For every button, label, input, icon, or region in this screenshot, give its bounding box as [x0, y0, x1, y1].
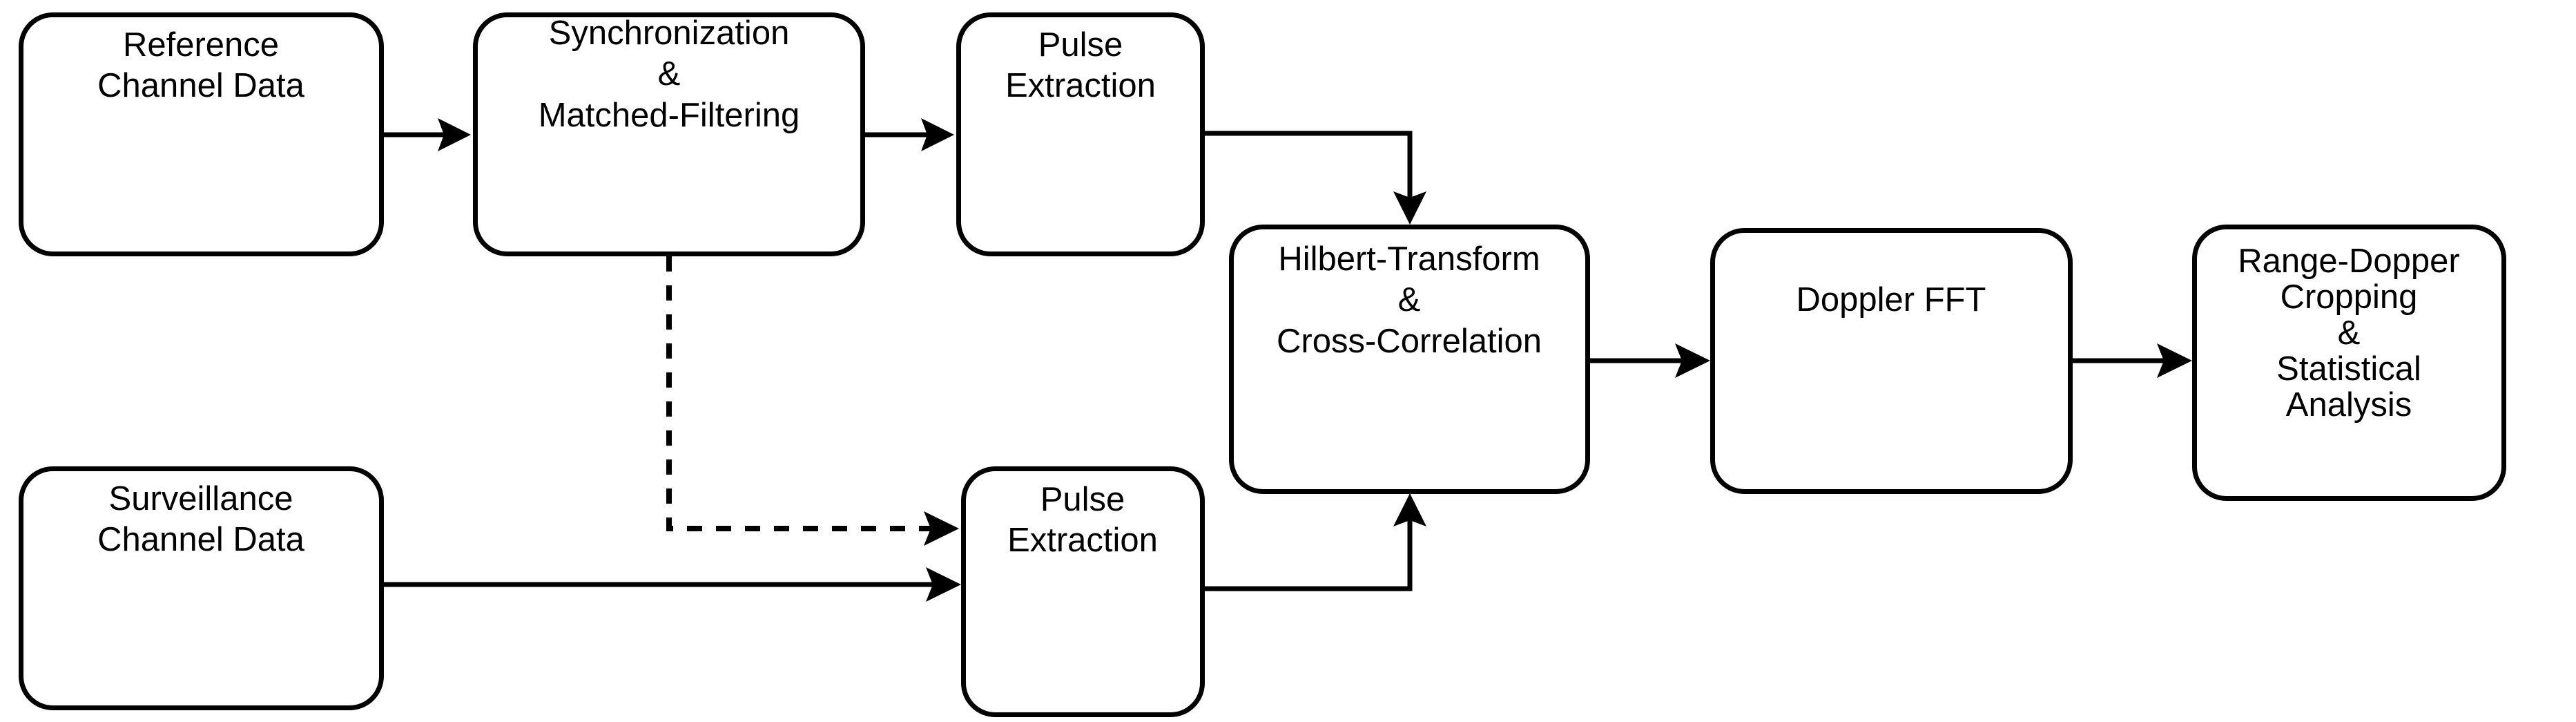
node-label-line: Synchronization: [549, 15, 790, 52]
edge-pulse-extraction-surveillance-to-hilbert: [1205, 493, 1426, 591]
node-label-line: &: [1398, 281, 1421, 319]
node-label-line: Range-Dopper: [2238, 243, 2459, 280]
node-box[interactable]: [19, 12, 384, 256]
node-label-line: Reference: [123, 26, 279, 64]
node-label-line: Surveillance: [109, 480, 293, 517]
node-hilbert-transform-cross-correlation[interactable]: Hilbert-Transform & Cross-Correlation: [1229, 225, 1590, 494]
node-label-line: Pulse: [1038, 26, 1123, 64]
edge-path: [1205, 515, 1413, 591]
node-label-line: Extraction: [1005, 67, 1156, 104]
node-box[interactable]: [2192, 225, 2506, 501]
node-doppler-fft[interactable]: Doppler FFT: [1710, 228, 2073, 494]
node-label-line: Statistical: [2276, 350, 2421, 388]
node-label-line: Channel Data: [97, 67, 304, 104]
arrowhead-right-icon: [2157, 343, 2192, 378]
node-box[interactable]: [19, 466, 384, 710]
arrowhead-right-icon: [926, 567, 961, 602]
node-label-line: &: [2338, 314, 2361, 352]
node-label-line: &: [658, 55, 681, 93]
edge-reference-to-synchronization: [384, 118, 471, 151]
node-box[interactable]: [1229, 225, 1590, 494]
edge-hilbert-to-doppler-fft: [1590, 343, 1710, 378]
edge-pulse-extraction-reference-to-hilbert: [1205, 131, 1426, 225]
node-box[interactable]: [961, 466, 1205, 717]
node-range-dopper-cropping-statistical-analysis[interactable]: Range-Dopper Cropping & Statistical Anal…: [2192, 225, 2506, 501]
edge-synchronization-to-pulse-extraction-reference: [865, 118, 954, 151]
arrowhead-right-icon: [438, 118, 471, 151]
arrowhead-up-icon: [1393, 493, 1426, 526]
arrowhead-right-icon: [1675, 343, 1710, 378]
node-box[interactable]: [956, 12, 1205, 256]
node-surveillance-channel-data[interactable]: Surveillance Channel Data: [19, 466, 384, 710]
edge-path: [1205, 131, 1413, 204]
arrowhead-right-icon: [924, 511, 959, 546]
node-synchronization-matched-filtering[interactable]: Synchronization & Matched-Filtering: [473, 12, 865, 256]
edge-doppler-fft-to-range-dopper: [2073, 343, 2192, 378]
edge-group: [384, 118, 2192, 602]
node-label-line: Channel Data: [97, 521, 304, 558]
node-label-line: Matched-Filtering: [539, 97, 800, 134]
arrowhead-right-icon: [921, 118, 954, 151]
node-label-line: Pulse: [1040, 481, 1125, 518]
node-label-line: Cropping: [2280, 278, 2418, 316]
edge-path-dashed: [666, 256, 937, 531]
arrowhead-down-icon: [1393, 191, 1426, 225]
node-box[interactable]: [1710, 228, 2073, 494]
node-label-line: Hilbert-Transform: [1278, 240, 1540, 278]
node-reference-channel-data[interactable]: Reference Channel Data: [19, 12, 384, 256]
edge-surveillance-to-pulse-extraction-surveillance: [384, 567, 961, 602]
node-label-line: Extraction: [1007, 522, 1158, 559]
edge-synchronization-to-pulse-extraction-surveillance: [666, 256, 959, 546]
node-label-line: Analysis: [2286, 386, 2412, 424]
node-pulse-extraction-reference[interactable]: Pulse Extraction: [956, 12, 1205, 256]
node-label-line: Cross-Correlation: [1277, 323, 1542, 360]
node-box[interactable]: [473, 12, 865, 256]
node-group: Reference Channel Data Synchronization &…: [19, 12, 2506, 717]
node-pulse-extraction-surveillance[interactable]: Pulse Extraction: [961, 466, 1205, 717]
node-label-line: Doppler FFT: [1796, 281, 1986, 319]
